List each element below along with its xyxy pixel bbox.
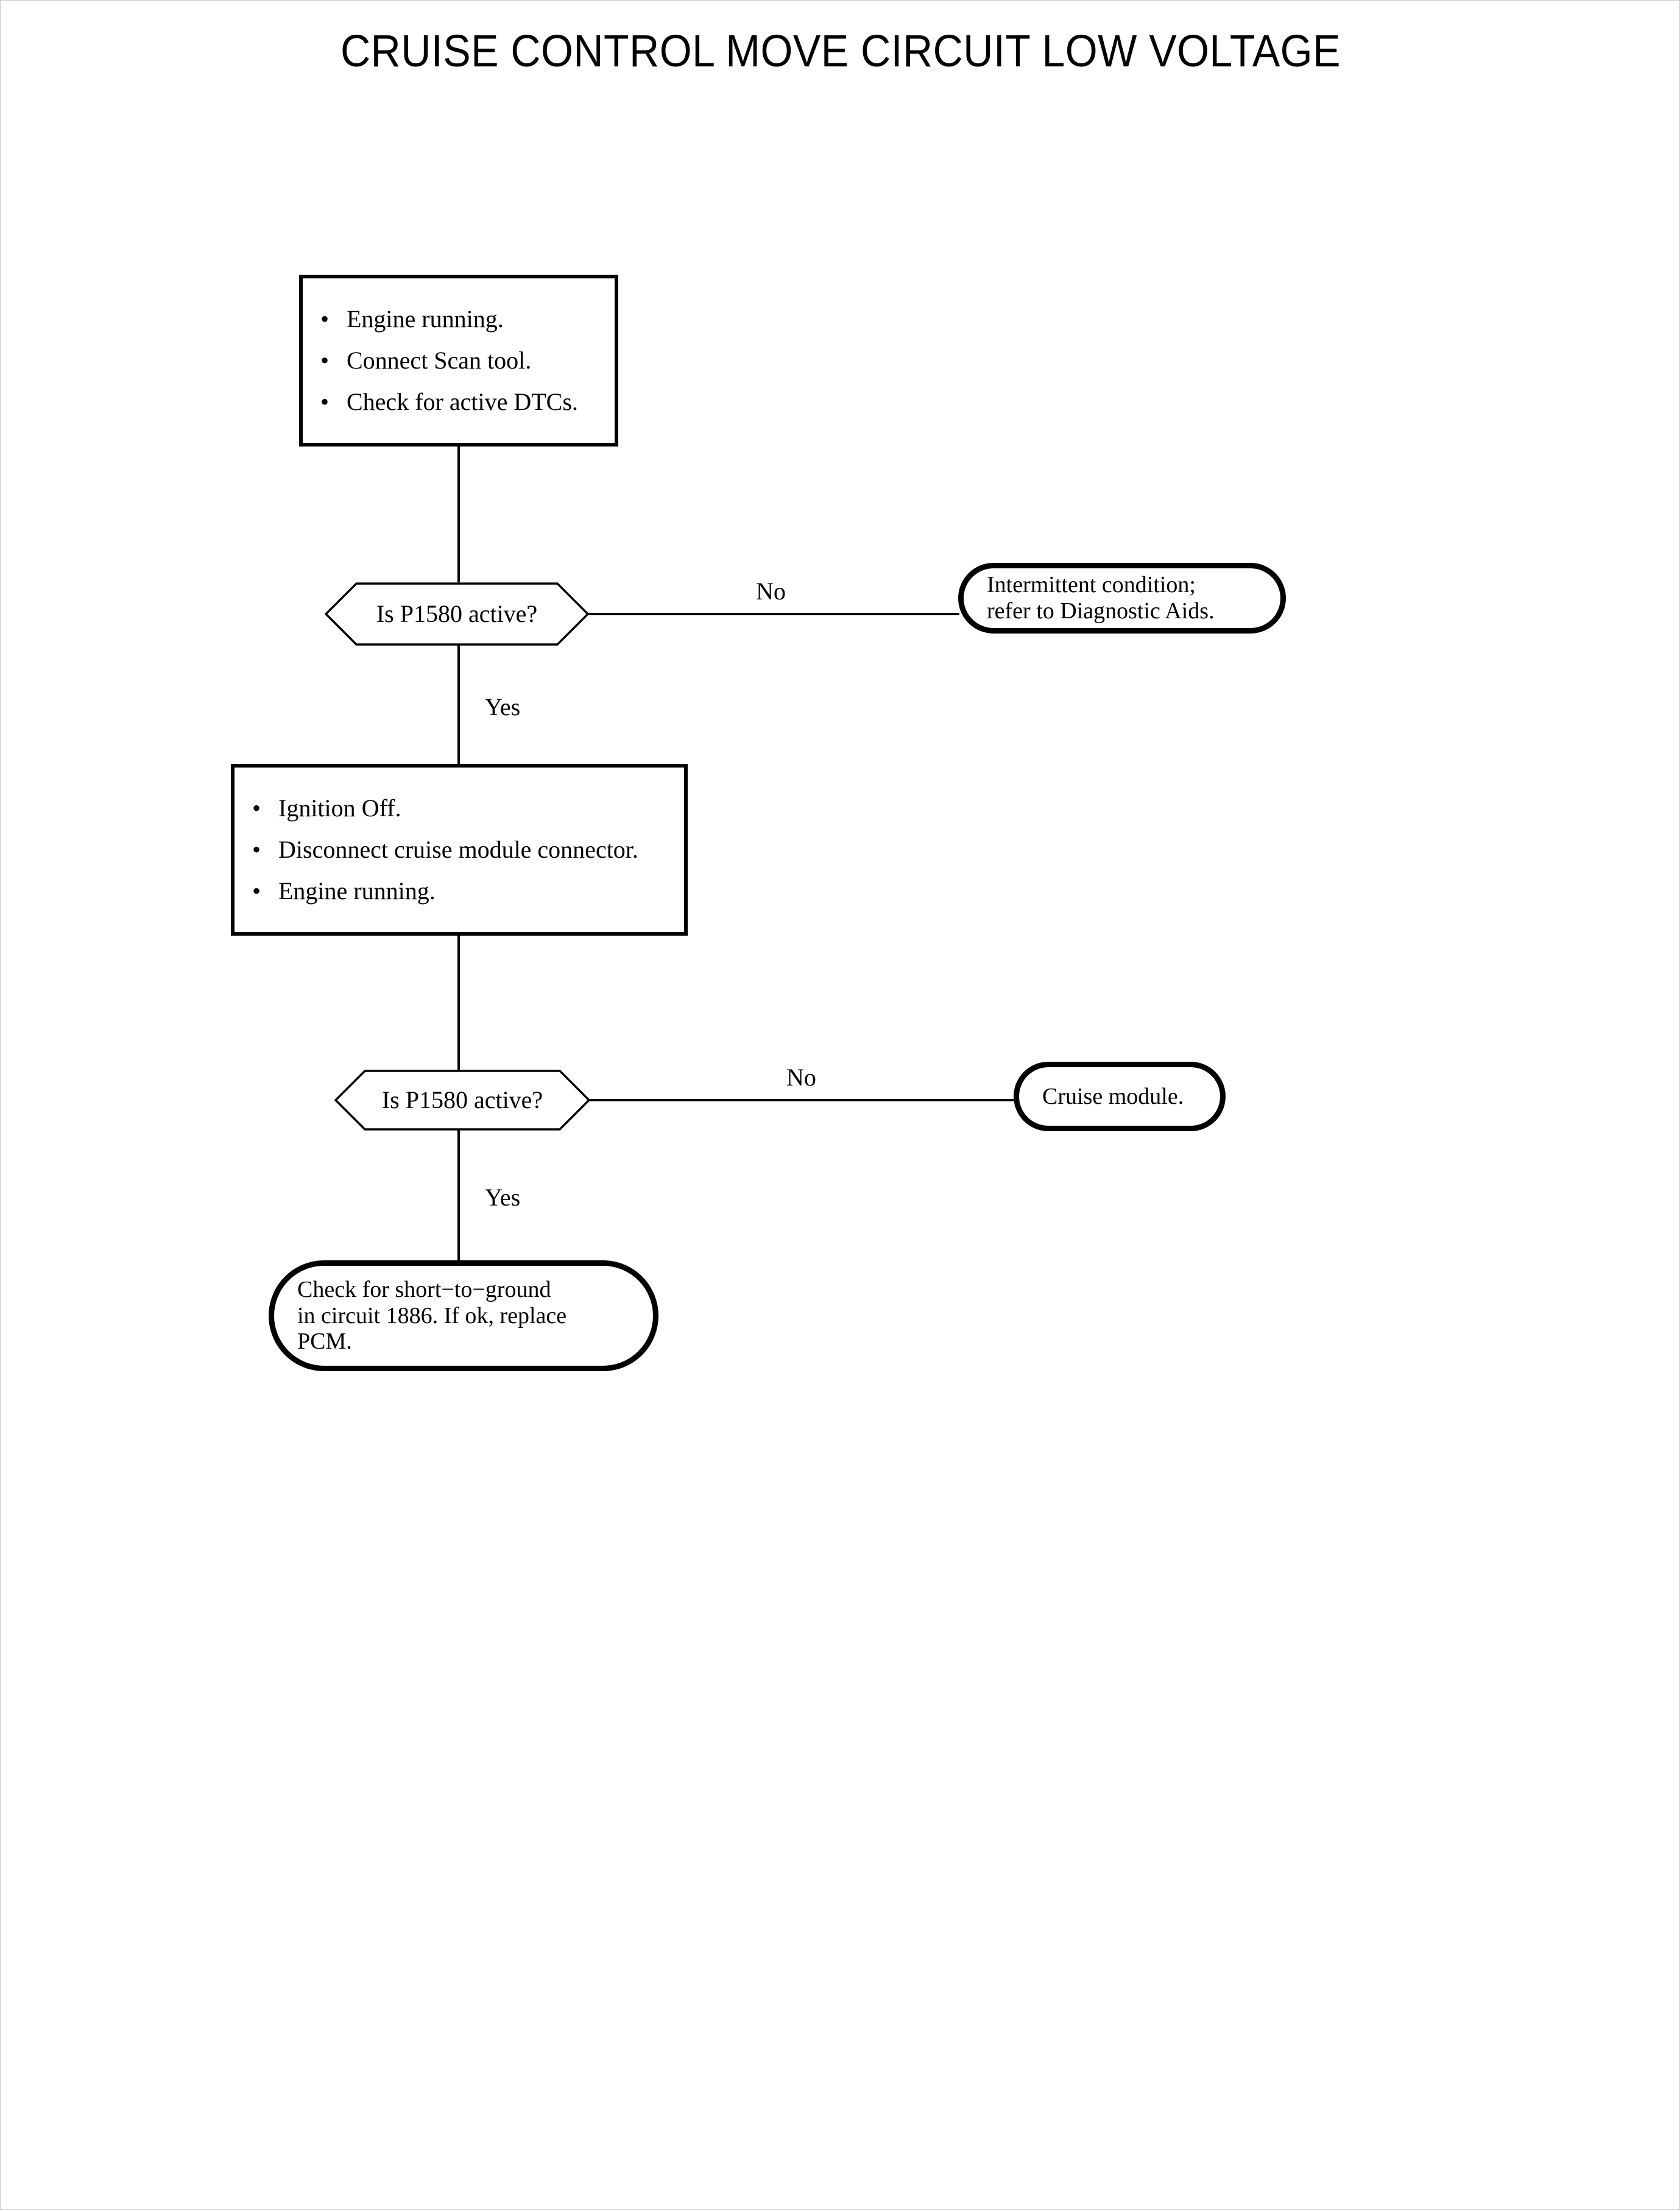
process-box-step2: • Ignition Off. • Disconnect cruise modu… [231,764,688,936]
bullet-item: • Connect Scan tool. [303,340,615,381]
bullet-dot-icon: • [252,877,261,905]
terminator-node-intermittent-condition: Intermittent condition; refer to Diagnos… [958,563,1286,634]
bullet-label: Engine running. [347,305,504,333]
connector-step1-to-decision1 [457,447,460,584]
terminator-line: PCM. [297,1329,352,1355]
bullet-item: • Check for active DTCs. [303,381,615,423]
bullet-label: Disconnect cruise module connector. [278,836,638,863]
terminator-line: refer to Diagnostic Aids. [987,598,1215,624]
edge-label-no-2: No [786,1064,816,1091]
bullet-dot-icon: • [320,388,329,415]
terminator-text: Intermittent condition; refer to Diagnos… [964,572,1227,624]
bullet-item: • Disconnect cruise module connector. [235,829,684,870]
bullet-item: • Ignition Off. [235,788,684,829]
connector-decision2-to-result3 [457,1129,460,1262]
terminator-text: Cruise module. [1019,1084,1196,1110]
bullet-label: Ignition Off. [278,794,401,822]
terminator-node-check-short-to-ground: Check for short−to−ground in circuit 188… [269,1260,658,1371]
connector-decision1-to-step2 [457,644,460,766]
bullet-dot-icon: • [252,836,261,863]
terminator-text: Check for short−to−ground in circuit 188… [274,1277,579,1355]
connector-decision1-to-result1 [588,613,959,615]
bullet-item: • Engine running. [235,870,684,912]
bullet-label: Check for active DTCs. [347,388,578,415]
edge-label-yes-1: Yes [485,693,521,721]
decision-label: Is P1580 active? [376,600,538,627]
bullet-dot-icon: • [320,347,329,374]
decision-node-1: Is P1580 active? [325,582,589,646]
bullet-label: Engine running. [278,877,436,905]
connector-step2-to-decision2 [457,936,460,1071]
decision-label: Is P1580 active? [381,1086,543,1114]
terminator-line: Intermittent condition; [987,572,1196,598]
bullet-dot-icon: • [320,305,329,333]
bullet-item: • Engine running. [303,298,615,340]
bullet-dot-icon: • [252,794,261,822]
terminator-line: in circuit 1886. If ok, replace [297,1302,567,1329]
decision-node-2: Is P1580 active? [334,1070,590,1131]
process-box-step1: • Engine running. • Connect Scan tool. •… [299,275,618,447]
page-title: CRUISE CONTROL MOVE CIRCUIT LOW VOLTAGE [341,26,1341,76]
terminator-node-cruise-module: Cruise module. [1014,1062,1226,1131]
terminator-line: Cruise module. [1042,1083,1184,1109]
edge-label-no-1: No [756,577,786,605]
edge-label-yes-2: Yes [485,1184,521,1211]
terminator-line: Check for short−to−ground [297,1277,551,1303]
connector-decision2-to-result2 [589,1099,1015,1101]
bullet-label: Connect Scan tool. [347,347,532,374]
